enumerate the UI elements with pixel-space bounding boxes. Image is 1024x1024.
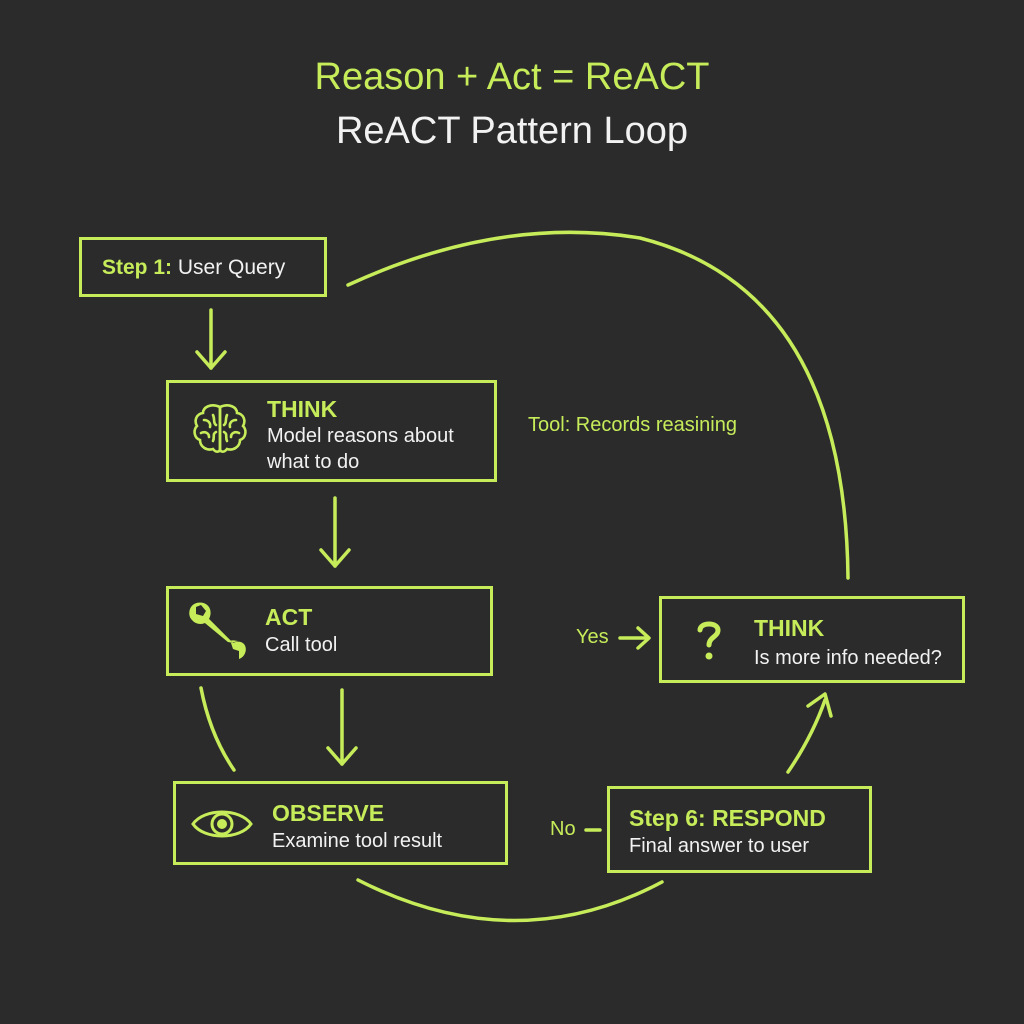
wrench-icon bbox=[189, 602, 246, 659]
arrowhead-act-to-observe bbox=[326, 746, 358, 766]
tool-note: Tool: Records reasining bbox=[528, 414, 737, 436]
respond-desc: Final answer to user bbox=[629, 835, 810, 857]
think-desc-line2: what to do bbox=[267, 451, 360, 473]
observe-box: OBSERVE Examine tool result bbox=[173, 781, 508, 865]
observe-desc: Examine tool result bbox=[272, 830, 443, 852]
arrow-respond-to-think2 bbox=[786, 698, 827, 774]
think-title: THINK bbox=[267, 396, 338, 422]
no-label: No bbox=[550, 818, 576, 840]
step1-label: Step 1: bbox=[102, 256, 173, 279]
diagram-subtitle: ReACT Pattern Loop bbox=[335, 110, 689, 152]
arc-act-observe-left bbox=[199, 686, 236, 772]
think2-title: THINK bbox=[754, 615, 825, 641]
observe-title: OBSERVE bbox=[272, 800, 385, 826]
arrowhead-think-to-act bbox=[319, 548, 351, 568]
act-title: ACT bbox=[265, 604, 313, 630]
step1-box: Step 1: User Query bbox=[79, 237, 327, 297]
arrowhead-step1-to-think bbox=[195, 350, 227, 370]
arrowhead-respond-to-think2 bbox=[806, 692, 833, 718]
act-desc: Call tool bbox=[265, 634, 338, 656]
yes-label: Yes bbox=[576, 626, 609, 648]
arc-loop-back bbox=[346, 230, 850, 580]
respond-box: Step 6: RESPOND Final answer to user bbox=[607, 786, 872, 873]
think2-desc: Is more info needed? bbox=[754, 647, 942, 669]
brain-icon bbox=[193, 404, 247, 453]
step1-text: User Query bbox=[177, 256, 286, 279]
question-mark-icon bbox=[697, 621, 721, 660]
eye-icon bbox=[191, 810, 253, 838]
act-box: ACT Call tool bbox=[166, 586, 493, 676]
think-box: THINK Model reasons about what to do bbox=[166, 380, 497, 482]
diagram-title: Reason + Act = ReACT bbox=[314, 56, 710, 98]
think2-box: THINK Is more info needed? bbox=[659, 596, 965, 683]
respond-title: Step 6: RESPOND bbox=[629, 805, 826, 831]
arrowhead-yes bbox=[636, 626, 651, 650]
think-desc-line1: Model reasons about bbox=[267, 425, 454, 447]
arc-observe-to-respond bbox=[356, 878, 664, 923]
